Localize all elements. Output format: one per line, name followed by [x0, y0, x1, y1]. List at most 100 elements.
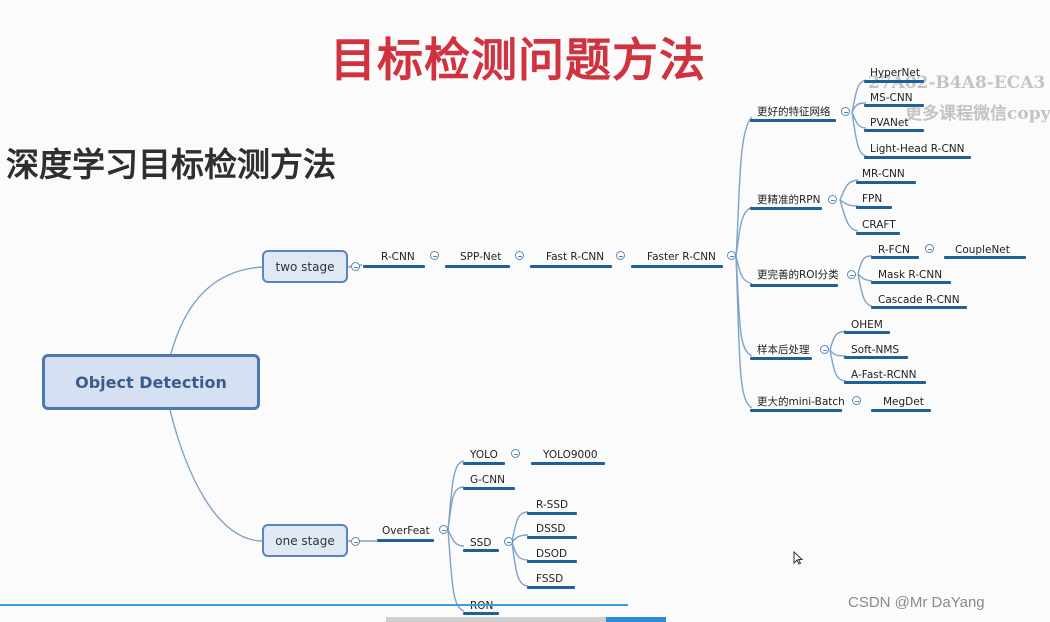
one-stage-label: one stage [275, 533, 335, 548]
branch-line [864, 129, 924, 132]
branch-line [527, 560, 577, 563]
branch-line [844, 356, 908, 359]
branch-line [445, 265, 510, 268]
branch-line [527, 536, 577, 539]
collapse-toggle-icon[interactable] [616, 251, 625, 260]
branch-line [750, 119, 836, 122]
branch-line [463, 487, 515, 490]
branch-line [844, 331, 890, 334]
collapse-toggle-icon[interactable] [852, 396, 861, 405]
collapse-toggle-icon[interactable] [351, 537, 360, 546]
two-stage-label: two stage [275, 259, 335, 274]
branch-line [377, 539, 434, 542]
branch-line [631, 265, 723, 268]
collapse-toggle-icon[interactable] [727, 251, 736, 260]
collapse-toggle-icon[interactable] [828, 195, 837, 204]
collapse-toggle-icon[interactable] [847, 270, 856, 279]
branch-line [844, 381, 926, 384]
branch-line [864, 156, 971, 159]
branch-line [463, 549, 499, 552]
branch-line [944, 256, 1026, 259]
branch-line [864, 80, 924, 83]
branch-line [363, 265, 425, 268]
node-cascade-r-cnn[interactable]: Cascade R-CNN [878, 294, 960, 306]
node-fast-r-cnn[interactable]: Fast R-CNN [546, 251, 605, 263]
node-dssd[interactable]: DSSD [536, 523, 566, 535]
node-hypernet[interactable]: HyperNet [870, 67, 920, 79]
branch-line [463, 612, 499, 615]
branch-line [527, 512, 577, 515]
branch-line [856, 206, 892, 209]
group-post-processing[interactable]: 样本后处理 [757, 344, 810, 356]
node-yolo[interactable]: YOLO [470, 449, 498, 461]
node-ssd[interactable]: SSD [470, 537, 492, 549]
node-fssd[interactable]: FSSD [536, 573, 564, 585]
collapse-toggle-icon[interactable] [841, 107, 850, 116]
two-stage-node[interactable]: two stage [262, 250, 348, 283]
collapse-toggle-icon[interactable] [430, 251, 439, 260]
node-a-fast-rcnn[interactable]: A-Fast-RCNN [851, 369, 917, 381]
collapse-toggle-icon[interactable] [504, 537, 513, 546]
node-r-cnn[interactable]: R-CNN [381, 251, 415, 263]
footer-credit: CSDN @Mr DaYang [848, 594, 985, 611]
branch-line [463, 462, 505, 465]
root-node[interactable]: Object Detection [42, 354, 260, 410]
collapse-toggle-icon[interactable] [439, 525, 448, 534]
watermark-line-2: 更多课程微信copy [905, 104, 1050, 124]
slide-title: 目标检测问题方法 [330, 33, 706, 87]
node-g-cnn[interactable]: G-CNN [470, 474, 505, 486]
one-stage-node[interactable]: one stage [262, 524, 348, 557]
branch-line [856, 232, 900, 235]
node-faster-r-cnn[interactable]: Faster R-CNN [647, 251, 716, 263]
branch-line [871, 256, 919, 259]
node-craft[interactable]: CRAFT [862, 219, 896, 231]
node-pvanet[interactable]: PVANet [870, 117, 909, 129]
node-couplenet[interactable]: CoupleNet [955, 244, 1010, 256]
branch-line [750, 357, 812, 360]
branch-line [750, 207, 822, 210]
video-scrub-track[interactable] [386, 617, 606, 622]
node-dsod[interactable]: DSOD [536, 548, 568, 560]
node-ohem[interactable]: OHEM [851, 319, 883, 331]
collapse-toggle-icon[interactable] [351, 262, 360, 271]
node-ron[interactable]: RON [470, 600, 494, 612]
collapse-toggle-icon[interactable] [515, 251, 524, 260]
branch-line [750, 284, 838, 287]
collapse-toggle-icon[interactable] [820, 345, 829, 354]
node-mask-r-cnn[interactable]: Mask R-CNN [878, 269, 943, 281]
node-light-head-r-cnn[interactable]: Light-Head R-CNN [870, 143, 965, 155]
branch-line [531, 462, 605, 465]
branch-line [871, 306, 967, 309]
branch-line [856, 181, 916, 184]
mouse-cursor-icon [793, 550, 804, 569]
branch-line [530, 265, 612, 268]
group-better-feature-network[interactable]: 更好的特征网络 [757, 106, 831, 118]
node-mr-cnn[interactable]: MR-CNN [862, 168, 905, 180]
branch-line [864, 104, 924, 107]
branch-line [527, 586, 575, 589]
watermark-line-1: 27A02-B4A8-ECA3 [868, 73, 1046, 93]
node-soft-nms[interactable]: Soft-NMS [851, 344, 900, 356]
node-yolo9000[interactable]: YOLO9000 [543, 449, 598, 461]
slide-subtitle: 深度学习目标检测方法 [6, 145, 336, 184]
group-more-precise-rpn[interactable]: 更精准的RPN [757, 194, 821, 206]
node-megdet[interactable]: MegDet [883, 396, 924, 408]
branch-line [750, 409, 842, 412]
collapse-toggle-icon[interactable] [925, 244, 934, 253]
video-progress-bar[interactable] [0, 604, 628, 606]
node-fpn[interactable]: FPN [862, 193, 883, 205]
branch-line [871, 281, 951, 284]
node-r-ssd[interactable]: R-SSD [536, 499, 569, 511]
collapse-toggle-icon[interactable] [511, 449, 520, 458]
branch-line [871, 409, 931, 412]
node-ms-cnn[interactable]: MS-CNN [870, 92, 913, 104]
group-better-roi-classification[interactable]: 更完善的ROI分类 [757, 269, 839, 281]
group-larger-mini-batch[interactable]: 更大的mini-Batch [757, 396, 845, 408]
node-r-fcn[interactable]: R-FCN [878, 244, 910, 256]
node-spp-net[interactable]: SPP-Net [460, 251, 502, 263]
video-scrub-handle[interactable] [606, 617, 666, 622]
root-node-label: Object Detection [75, 372, 227, 392]
node-overfeat[interactable]: OverFeat [382, 525, 430, 537]
